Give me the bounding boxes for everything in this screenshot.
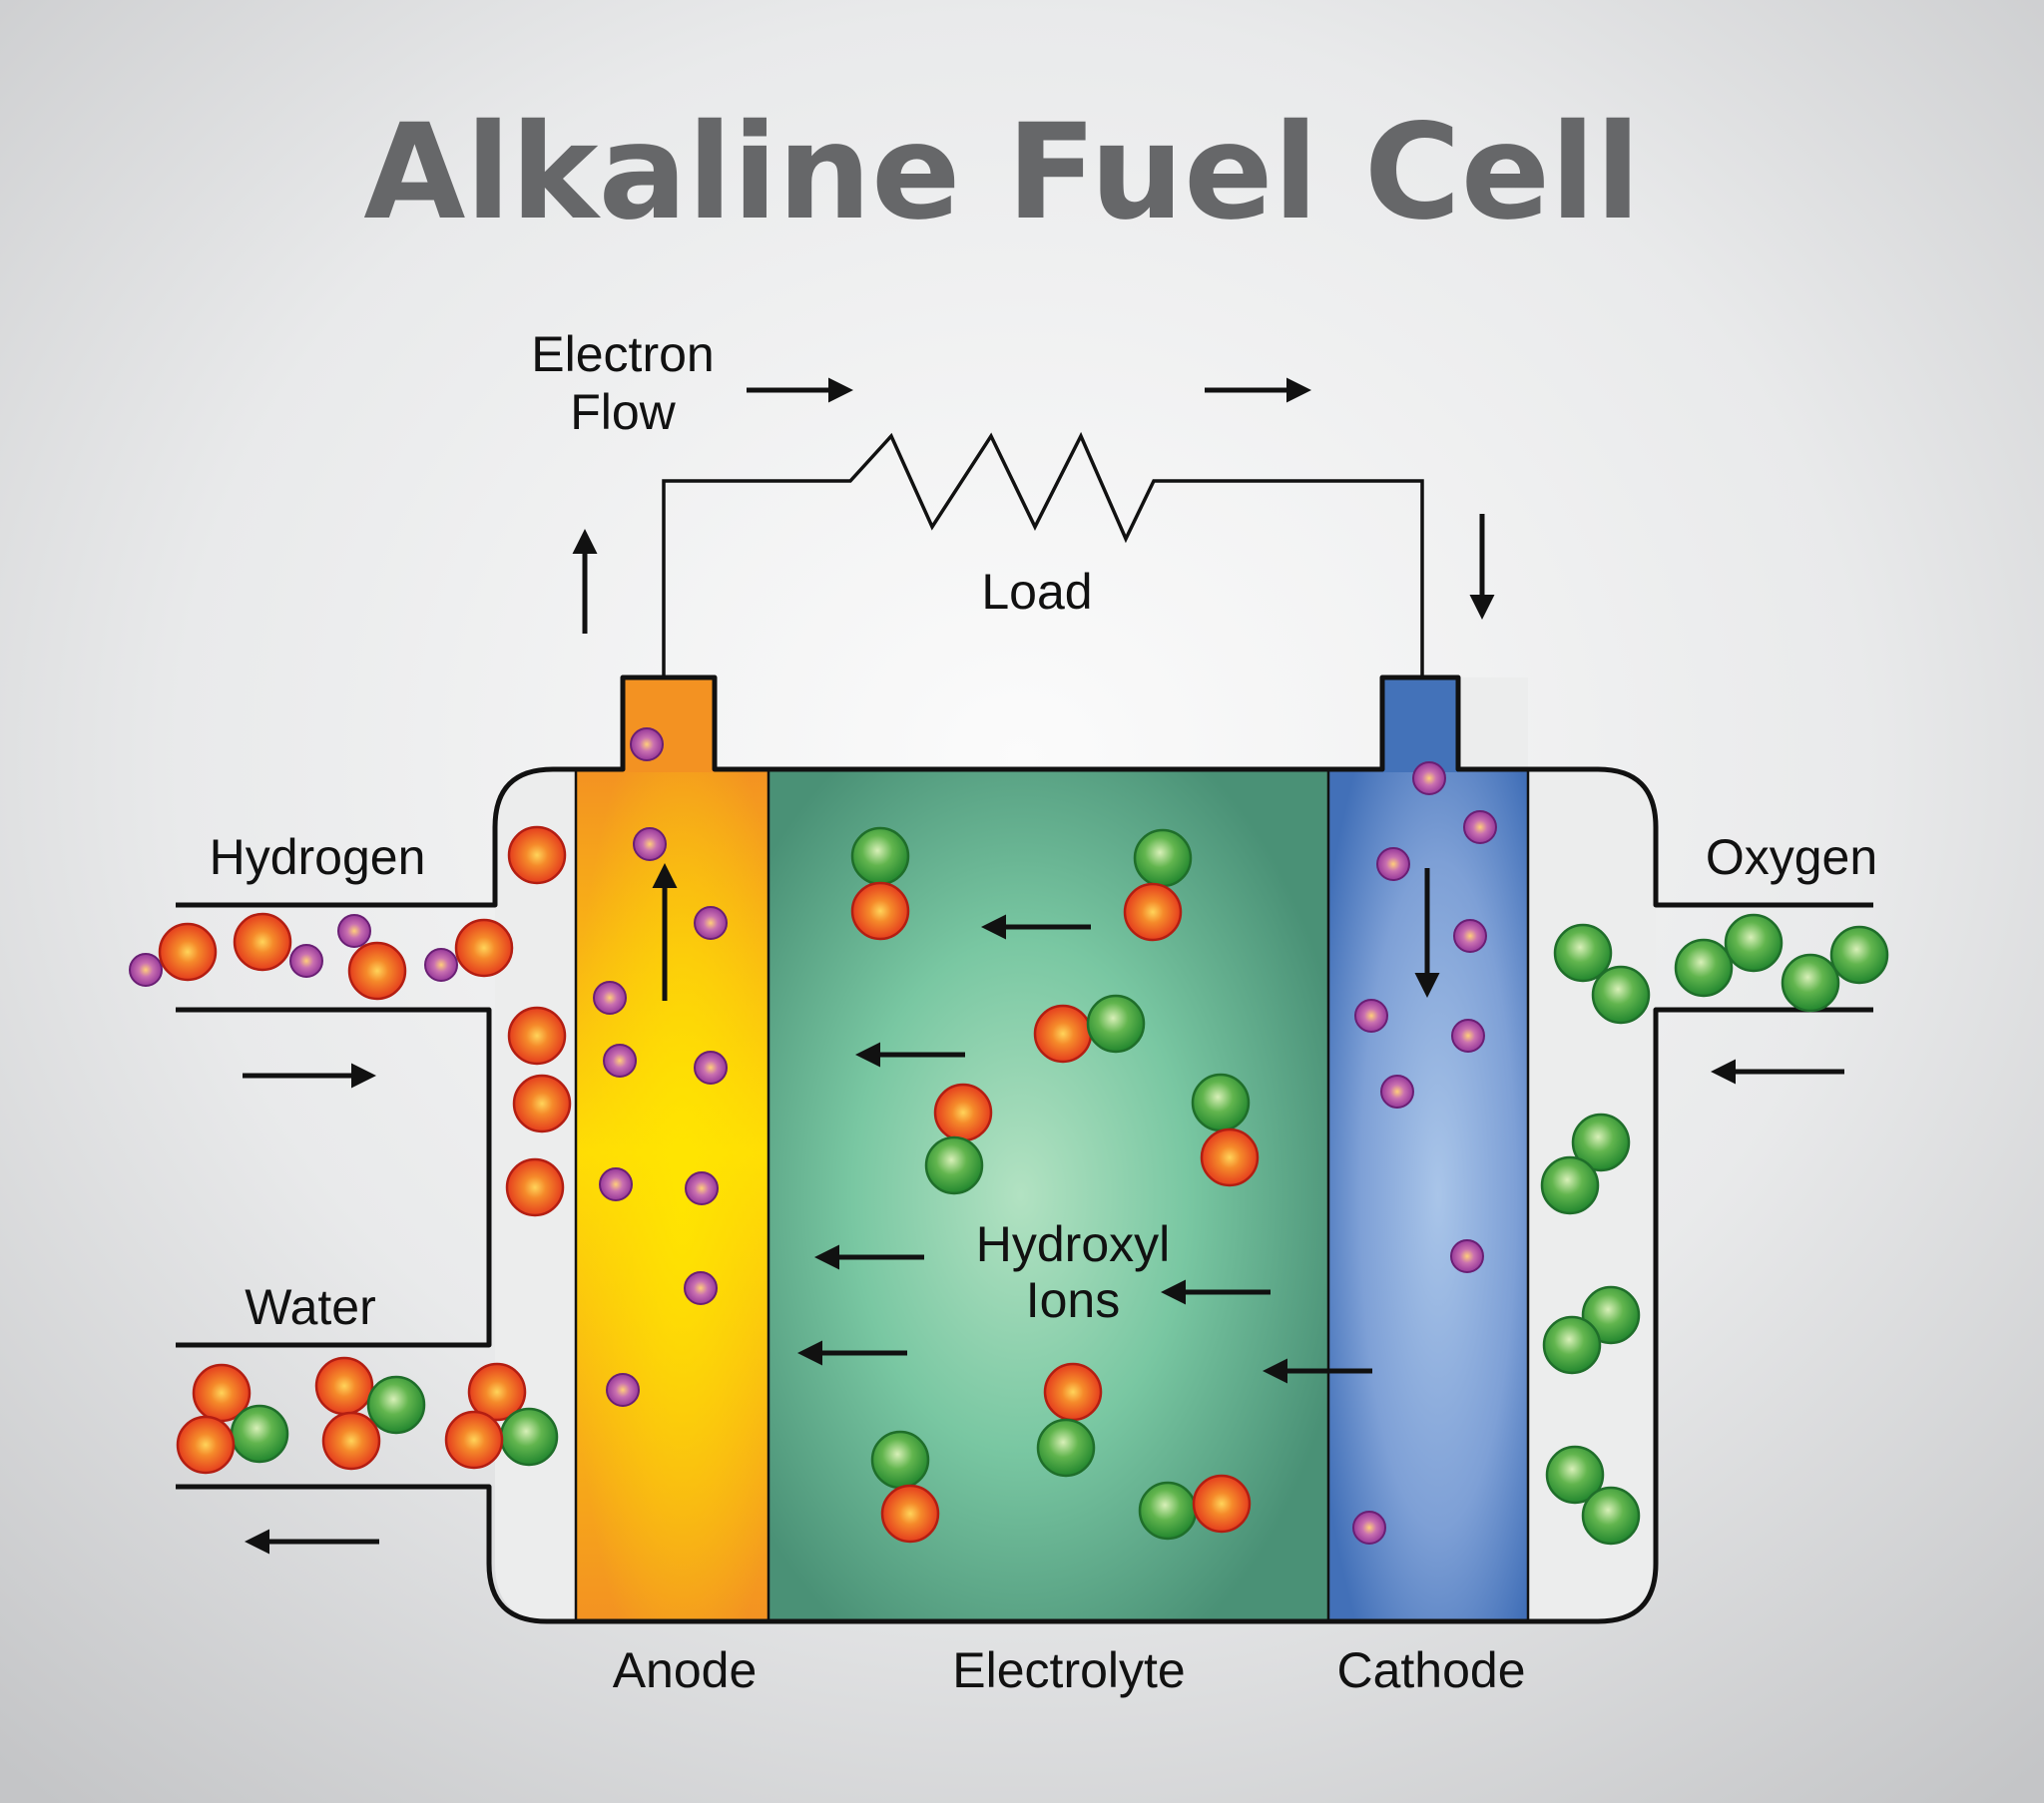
oxygen-atom [1724, 913, 1784, 973]
hydrogen-atom [1192, 1474, 1252, 1534]
hydroxyl-ions-label-line1: Hydroxyl [976, 1216, 1170, 1272]
oxygen-atom [1542, 1315, 1602, 1375]
hydrogen-atom [454, 918, 514, 978]
hydrogen-atom [507, 1006, 567, 1066]
electron [694, 1051, 728, 1085]
electron [1412, 761, 1446, 795]
flow-arrows [243, 377, 1844, 1555]
housing-inner-left [176, 1007, 492, 1348]
electron [1352, 1511, 1386, 1545]
electron [1380, 1075, 1414, 1109]
oxygen-atom [1138, 1481, 1198, 1541]
electron [1450, 1239, 1484, 1273]
hydrogen-atom [158, 922, 218, 982]
electron [685, 1171, 719, 1205]
electron [603, 1044, 637, 1078]
hydrogen-atom [347, 941, 407, 1001]
hydrogen-atom [176, 1415, 236, 1475]
water-label: Water [245, 1279, 376, 1335]
hydrogen-atom [314, 1356, 374, 1416]
oxygen-atom [870, 1430, 930, 1490]
electron [1453, 919, 1487, 953]
hydrogen-atom [507, 825, 567, 885]
hydrogen-atom [444, 1410, 504, 1470]
oxygen-label: Oxygen [1706, 829, 1877, 885]
electron [129, 953, 163, 987]
diagram-title: Alkaline Fuel Cell [363, 96, 1640, 249]
oxygen-atom [1674, 938, 1734, 998]
oxygen-atom [1553, 923, 1613, 983]
hydrogen-atom [850, 881, 910, 941]
electron [630, 727, 664, 761]
oxygen-atom [850, 826, 910, 886]
hydrogen-atom [1200, 1127, 1260, 1187]
circuit-wire [662, 431, 1424, 677]
electron [337, 914, 371, 948]
electron [606, 1373, 640, 1407]
hydrogen-atom [233, 912, 292, 972]
electron-flow-label-line1: Electron [531, 326, 714, 382]
electron [289, 944, 323, 978]
electron [424, 948, 458, 982]
oxygen-atom [366, 1375, 426, 1435]
oxygen-atom [924, 1135, 984, 1195]
oxygen-atom [1591, 965, 1651, 1025]
oxygen-atom [1036, 1418, 1096, 1478]
hydrogen-atom [1043, 1362, 1103, 1422]
hydrogen-atom [467, 1362, 527, 1422]
oxygen-atom [1133, 828, 1193, 888]
particles [129, 727, 1889, 1546]
electron [633, 827, 667, 861]
oxygen-atom [1571, 1113, 1631, 1172]
cathode-label: Cathode [1336, 1642, 1525, 1698]
load-label: Load [981, 564, 1092, 620]
housing-outline-bottom [176, 1007, 1873, 1624]
hydrogen-atom [1033, 1004, 1093, 1064]
oxygen-atom [1581, 1285, 1641, 1345]
electron [1451, 1019, 1485, 1053]
electron [599, 1167, 633, 1201]
oxygen-atom [1781, 953, 1840, 1013]
anode-label: Anode [613, 1642, 758, 1698]
oxygen-atom [1581, 1486, 1641, 1546]
hydrogen-atom [1123, 882, 1183, 942]
oxygen-atom [1829, 925, 1889, 985]
hydrogen-atom [505, 1157, 565, 1217]
electrolyte-label: Electrolyte [952, 1642, 1185, 1698]
electron [1376, 847, 1410, 881]
oxygen-atom [1191, 1073, 1251, 1132]
electron [694, 906, 728, 940]
electron [684, 1271, 718, 1305]
hydrogen-label: Hydrogen [210, 829, 426, 885]
oxygen-atom [499, 1407, 559, 1467]
electron [1354, 999, 1388, 1033]
hydrogen-atom [512, 1074, 572, 1133]
oxygen-atom [1540, 1155, 1600, 1215]
hydrogen-atom [933, 1083, 993, 1142]
electron [593, 981, 627, 1015]
anode [576, 677, 768, 1621]
hydrogen-atom [321, 1411, 381, 1471]
electron-flow-label-line2: Flow [570, 384, 676, 440]
oxygen-atom [1086, 994, 1146, 1054]
electron [1463, 810, 1497, 844]
hydroxyl-ions-label-line2: Ions [1026, 1272, 1121, 1328]
hydrogen-atom [880, 1484, 940, 1544]
oxygen-atom [230, 1404, 289, 1464]
cathode [1328, 677, 1528, 1621]
oxygen-atom [1545, 1445, 1605, 1505]
housing-outline-top [176, 675, 1873, 908]
